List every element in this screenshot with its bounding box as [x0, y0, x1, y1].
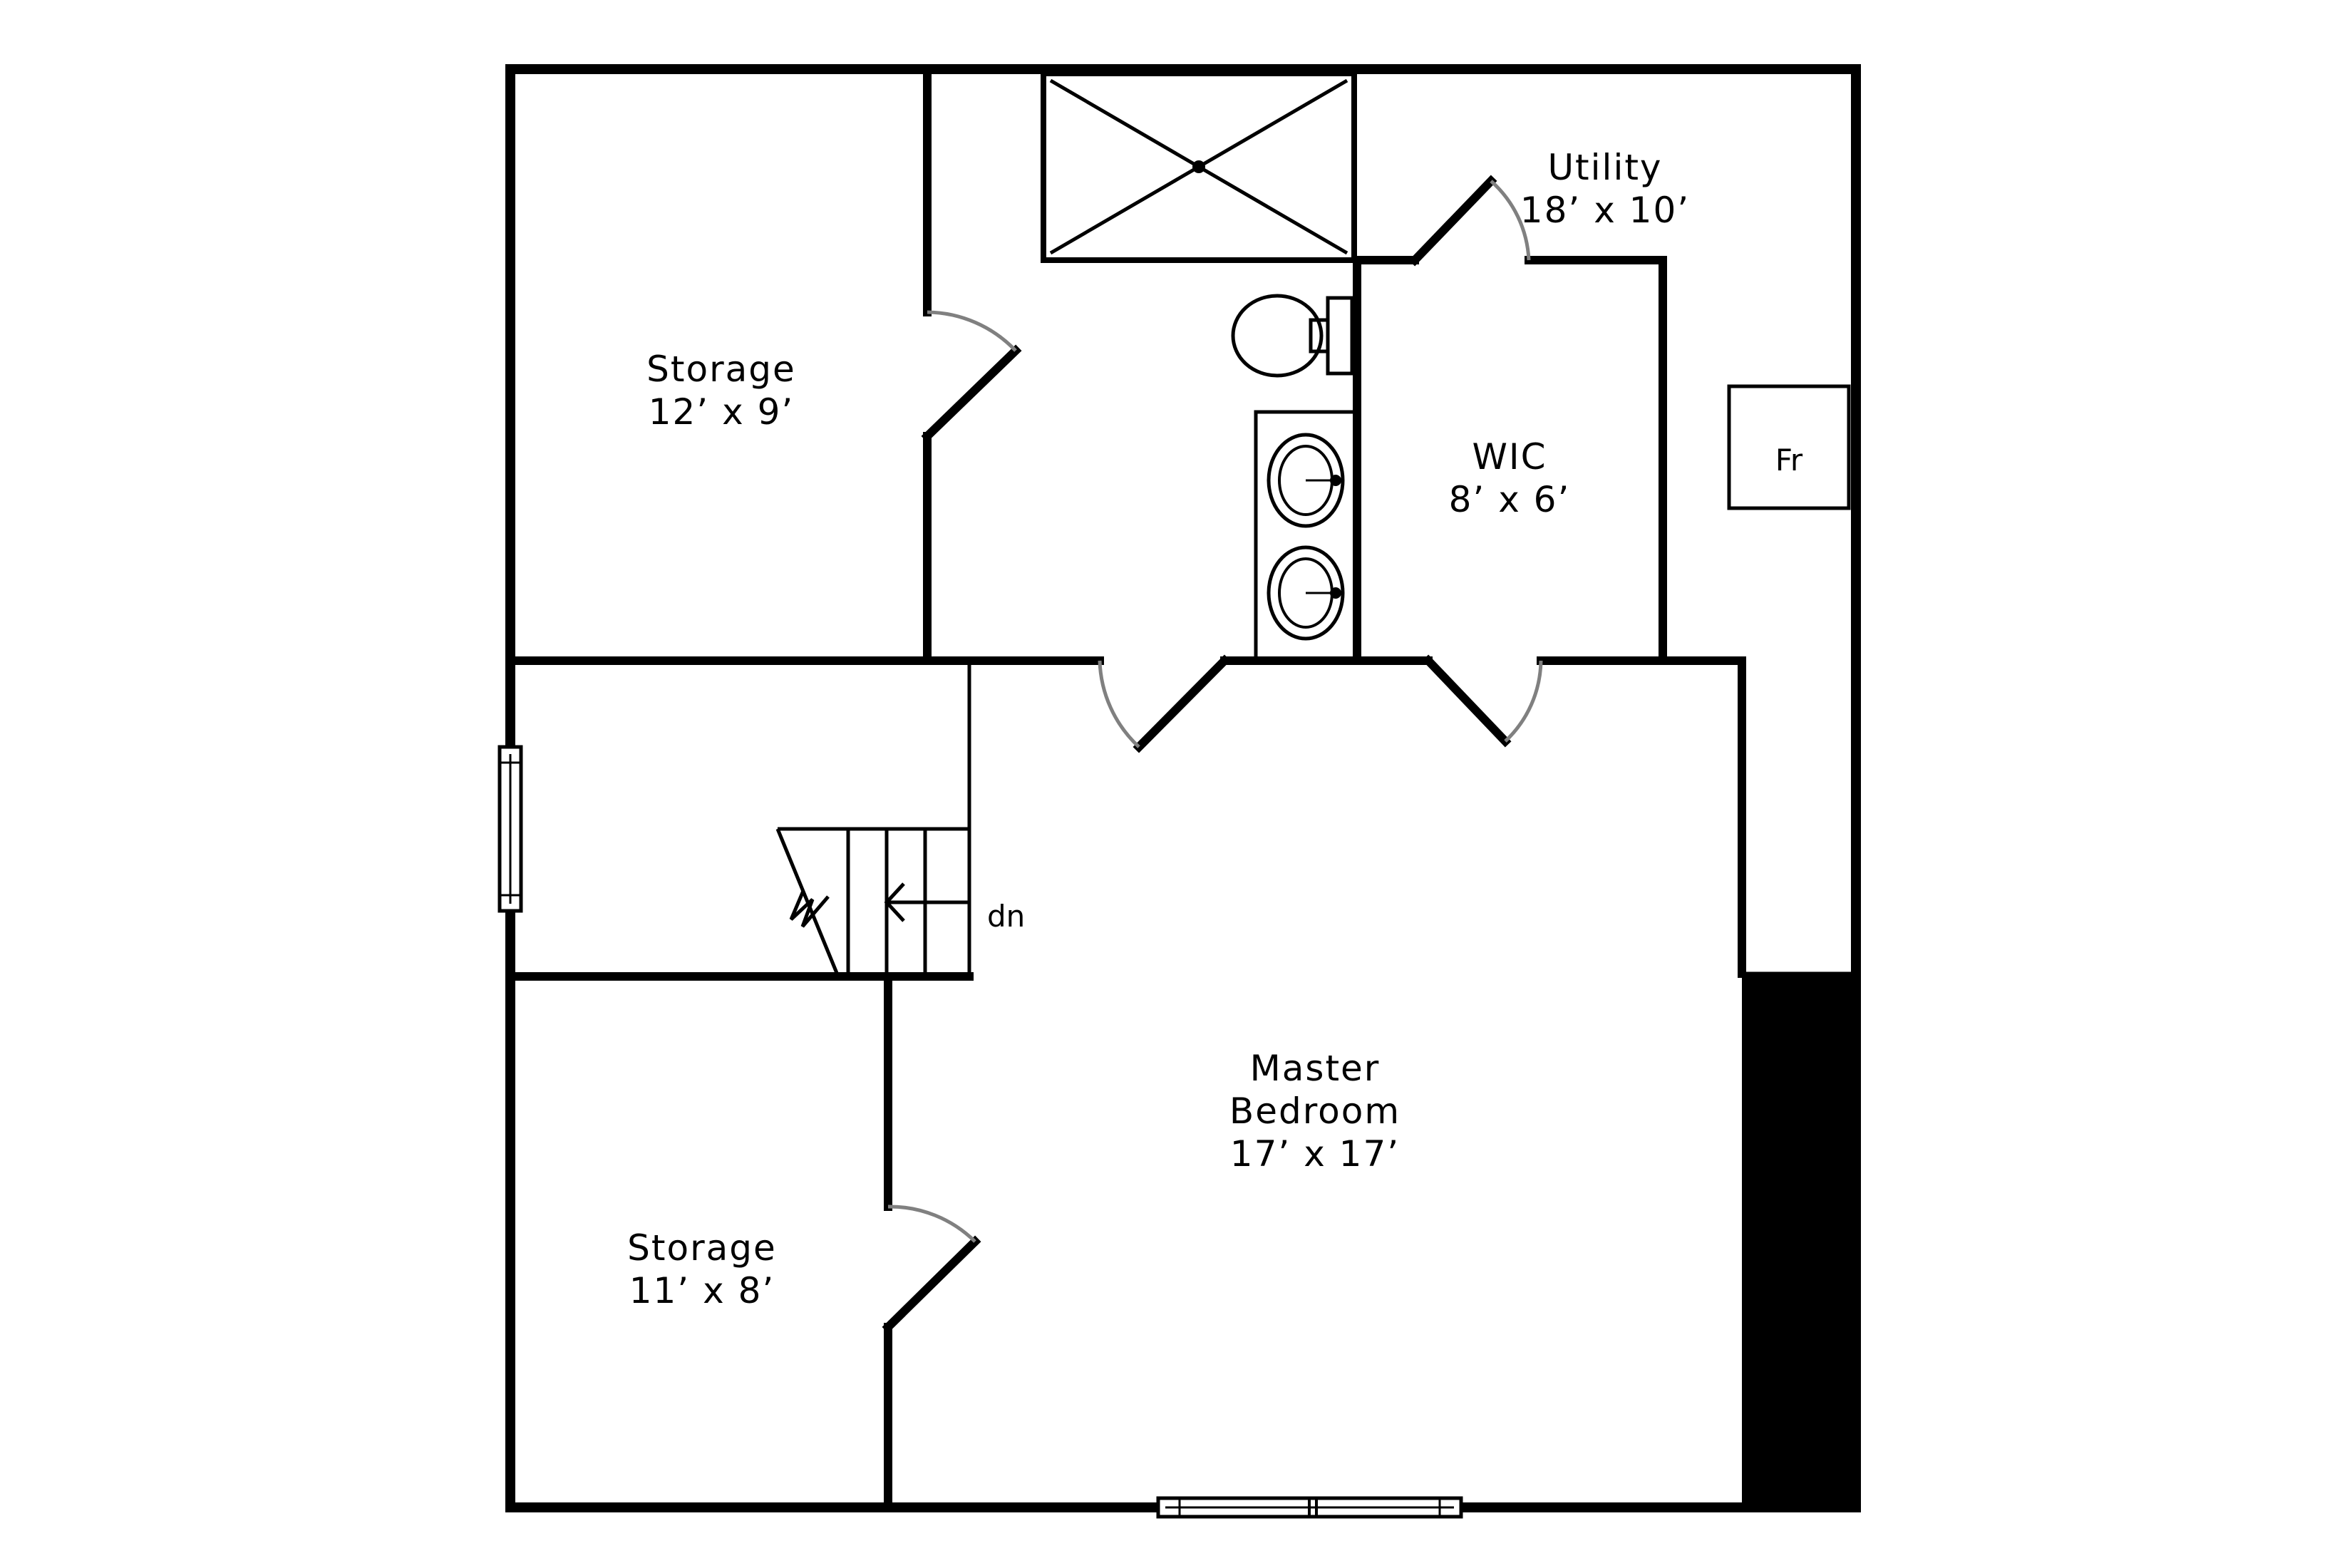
toilet	[1231, 294, 1354, 378]
room-dims-utility: 18’ x 10’	[1520, 190, 1690, 231]
interior-walls	[506, 65, 1856, 1512]
fridge-label: Fr	[1775, 443, 1803, 478]
room-name-storage-top: Storage	[646, 349, 796, 390]
room-name-utility: Utility	[1547, 147, 1662, 188]
room-dims-wic: 8’ x 6’	[1449, 479, 1571, 520]
room-dims-storage-bottom: 11’ x 8’	[629, 1270, 775, 1311]
room-dims-master: 17’ x 17’	[1230, 1133, 1400, 1175]
door-storage-top	[921, 310, 1022, 443]
solid-wall-block	[1742, 974, 1856, 1507]
room-name-wic: WIC	[1472, 436, 1547, 478]
shower	[1041, 71, 1357, 263]
doors	[882, 175, 1543, 1334]
door-utility	[1408, 175, 1531, 267]
sink-lower	[1267, 545, 1345, 641]
room-name-master-line2: Bedroom	[1229, 1090, 1401, 1132]
door-storage-bottom	[882, 1205, 981, 1334]
double-vanity	[1254, 410, 1358, 663]
room-name-storage-bottom: Storage	[627, 1227, 777, 1269]
door-wic	[1422, 654, 1543, 748]
window-left	[497, 745, 523, 913]
sink-upper	[1267, 433, 1345, 528]
stairs-direction-label: dn	[987, 899, 1025, 934]
stairs	[775, 827, 969, 979]
fridge	[1727, 384, 1851, 510]
door-bath	[1098, 654, 1231, 753]
window-bottom	[1156, 1496, 1463, 1519]
room-name-master-line1: Master	[1250, 1048, 1381, 1089]
room-dims-storage-top: 12’ x 9’	[649, 391, 795, 433]
